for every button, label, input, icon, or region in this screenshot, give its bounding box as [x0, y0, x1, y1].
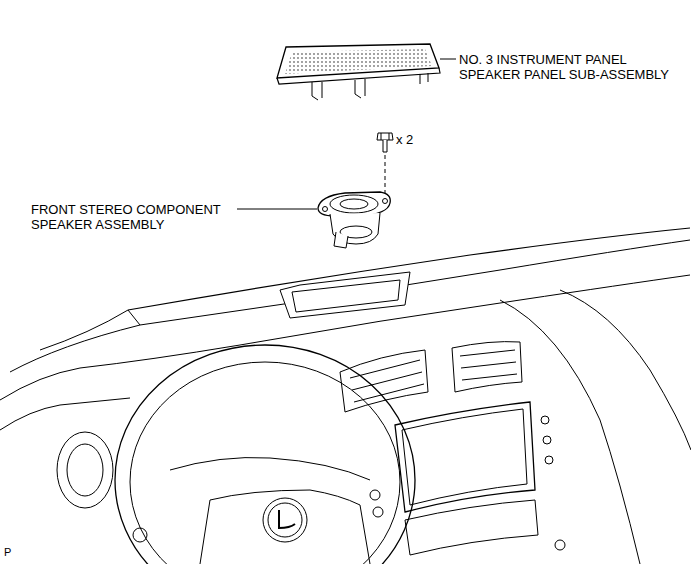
part-name: NO. 3 INSTRUMENT PANEL SPEAKER PANEL SUB…: [458, 52, 686, 82]
quantity-label: x 2: [395, 132, 414, 147]
bolt: [377, 133, 393, 200]
speaker: [318, 192, 390, 248]
speaker-panel: [277, 44, 440, 100]
part-name: FRONT STEREO COMPONENT SPEAKER ASSEMBLY: [30, 202, 237, 232]
leader-line: [236, 209, 317, 210]
figure-mark: P: [3, 545, 12, 560]
instrument-panel: [0, 228, 691, 564]
leader-line: [440, 59, 456, 60]
